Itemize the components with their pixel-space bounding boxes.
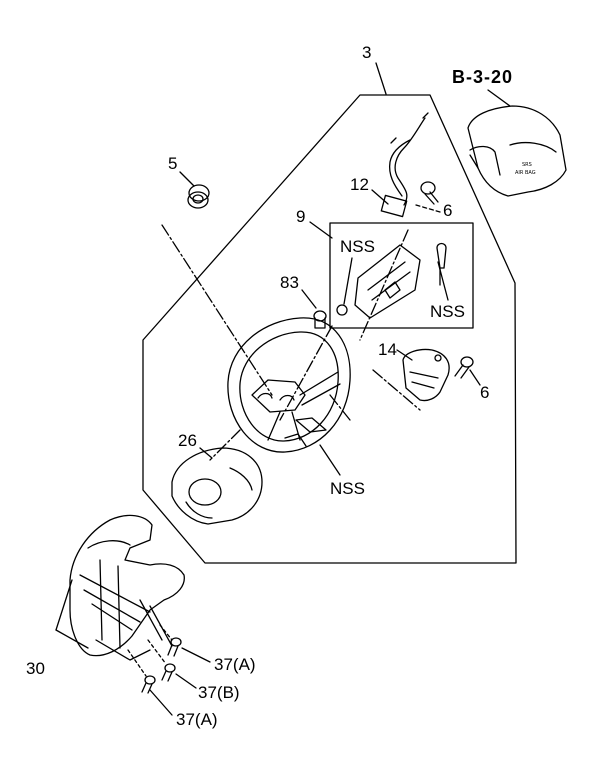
leader-nss3 <box>319 444 341 476</box>
guide-37-2 <box>147 639 167 665</box>
cover-text-srs: SRS <box>522 162 532 168</box>
cover-text-airbag: AIR BAG <box>515 170 536 176</box>
leader-37a-upper <box>181 647 211 663</box>
label-part-30: 30 <box>26 659 45 678</box>
label-part-3: 3 <box>362 43 372 62</box>
align-line-6 <box>209 429 241 461</box>
leader-30-b <box>55 629 89 649</box>
label-part-26: 26 <box>178 431 197 450</box>
screw-37a-lower <box>141 675 156 694</box>
leader-nss2 <box>437 261 449 301</box>
assembly-boundary <box>142 94 517 564</box>
lower-cover-26 <box>171 447 263 525</box>
nut-5 <box>187 184 210 209</box>
align-line-5 <box>329 394 351 421</box>
label-ref-b-3-20: B-3-20 <box>452 67 514 87</box>
switch-14 <box>402 348 450 402</box>
airbag-cover: SRS AIR BAG <box>467 105 567 197</box>
label-nss-lower: NSS <box>330 479 365 498</box>
label-part-9: 9 <box>296 207 306 226</box>
label-part-83: 83 <box>280 273 299 292</box>
leader-3 <box>375 62 387 95</box>
label-part-37a-lower: 37(A) <box>176 710 218 729</box>
leader-5 <box>179 171 195 187</box>
harness-12 <box>380 112 429 218</box>
steering-wheel <box>227 317 351 453</box>
leader-9 <box>309 221 333 239</box>
label-nss-upper-right: NSS <box>430 302 465 321</box>
label-part-14: 14 <box>378 340 397 359</box>
label-part-37b: 37(B) <box>198 683 240 702</box>
align-line-4 <box>372 369 421 411</box>
leader-37a-lower <box>149 689 173 716</box>
leader-14 <box>396 349 413 361</box>
bracket-inset-box <box>329 222 474 329</box>
label-part-37a-upper: 37(A) <box>214 655 256 674</box>
leader-37b <box>175 673 197 689</box>
column-shroud-30 <box>69 514 185 661</box>
screw-6-upper <box>420 181 439 205</box>
align-line-3 <box>359 229 409 341</box>
label-part-5: 5 <box>168 154 178 173</box>
leader-6-lower <box>469 369 481 386</box>
label-part-12: 12 <box>350 175 369 194</box>
screw-37a-upper <box>167 637 182 657</box>
leader-12 <box>371 189 389 205</box>
label-nss-upper-left: NSS <box>340 237 375 256</box>
screw-6-lower <box>454 356 474 379</box>
guide-37-3 <box>127 649 147 677</box>
label-part-6-upper: 6 <box>443 201 453 220</box>
leader-nss1 <box>343 257 353 305</box>
leader-83 <box>301 289 317 309</box>
guide-37-1 <box>159 624 173 641</box>
align-line-1 <box>161 224 273 396</box>
screw-37b <box>161 663 176 682</box>
leader-6-upper <box>415 204 441 213</box>
leader-b3-20 <box>487 89 511 107</box>
leader-26 <box>199 447 213 459</box>
label-part-6-lower: 6 <box>480 383 490 402</box>
align-line-2 <box>279 325 333 421</box>
leader-30-a <box>55 579 73 631</box>
